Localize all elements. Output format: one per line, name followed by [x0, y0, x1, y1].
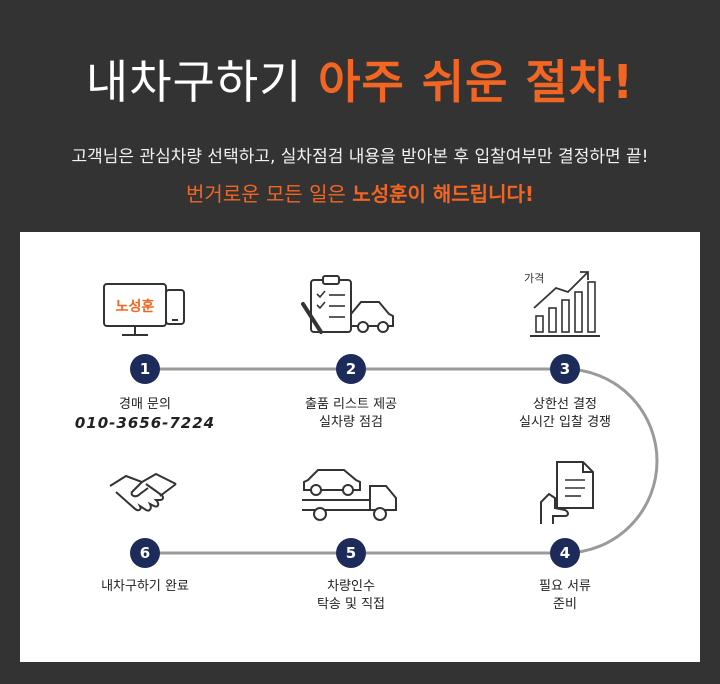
step-3-label: 상한선 결정 실시간 입찰 경쟁 — [485, 396, 645, 432]
step-2-circle: 2 — [336, 354, 366, 384]
tow-truck-icon — [302, 469, 397, 521]
title-orange: 아주 쉬운 절차! — [318, 55, 635, 109]
monitor-phone-icon: 노성훈 — [103, 283, 185, 336]
process-card: 노성훈 가격 — [20, 232, 700, 662]
chart-price-label: 가격 — [524, 272, 544, 285]
step-6-label: 내차구하기 완료 — [65, 578, 225, 596]
step-1-label: 경매 문의 010-3656-7224 — [65, 396, 225, 432]
title-white: 내차구하기 — [85, 55, 319, 109]
monitor-logo-text: 노성훈 — [116, 298, 155, 315]
tagline: 번거로운 모든 일은 노성훈이 해드립니다! — [0, 178, 720, 207]
step-2-title: 출품 리스트 제공 — [305, 397, 397, 412]
step-4-subtitle: 준비 — [553, 597, 577, 612]
header-banner: 내차구하기 아주 쉬운 절차! 고객님은 관심차량 선택하고, 실차점검 내용을… — [0, 0, 720, 232]
phone-number: 010-3656-7224 — [74, 414, 216, 432]
tagline-post: 이 해드립니다! — [407, 182, 534, 206]
step-4-circle: 4 — [550, 538, 580, 568]
step-5-title: 차량인수 — [327, 579, 375, 594]
step-6-title: 내차구하기 완료 — [101, 579, 189, 594]
step-4-label: 필요 서류 준비 — [485, 578, 645, 614]
step-3-subtitle: 실시간 입찰 경쟁 — [519, 415, 611, 430]
subtitle: 고객님은 관심차량 선택하고, 실차점검 내용을 받아본 후 입찰여부만 결정하… — [71, 147, 649, 167]
step-6-circle: 6 — [130, 538, 160, 568]
step-2-label: 출품 리스트 제공 실차량 점검 — [271, 396, 431, 432]
step-5-label: 차량인수 탁송 및 직접 — [271, 578, 431, 614]
step-2-subtitle: 실차량 점검 — [319, 415, 383, 430]
document-hand-icon — [540, 461, 594, 524]
page-title: 내차구하기 아주 쉬운 절차! — [0, 52, 720, 112]
step-3-circle: 3 — [550, 354, 580, 384]
flow-path — [145, 367, 659, 555]
handshake-icon — [109, 472, 177, 512]
step-1-title: 경매 문의 — [119, 397, 171, 412]
step-5-subtitle: 탁송 및 직접 — [316, 597, 386, 612]
step-3-title: 상한선 결정 — [533, 397, 597, 412]
step-5-circle: 5 — [336, 538, 366, 568]
step-1-circle: 1 — [130, 354, 160, 384]
tagline-pre: 번거로운 모든 일은 — [186, 182, 353, 206]
step-4-title: 필요 서류 — [539, 579, 591, 594]
checklist-car-icon — [301, 275, 394, 334]
tagline-brand: 노성훈 — [352, 182, 408, 206]
price-chart-icon: 가격 — [524, 271, 600, 337]
